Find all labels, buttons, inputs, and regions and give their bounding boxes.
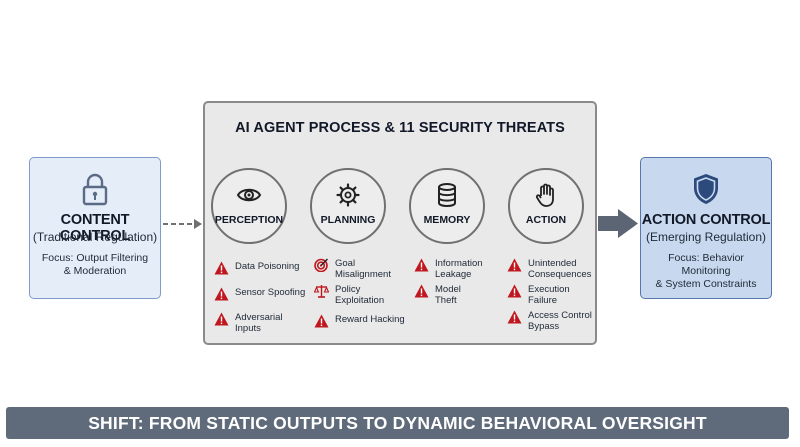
eye-icon	[236, 188, 262, 202]
threat-reward-hacking: Reward Hacking	[314, 314, 405, 328]
dashed-arrow-head	[194, 219, 202, 229]
warning-icon	[507, 284, 522, 298]
stage-planning: PLANNING	[310, 168, 386, 244]
gear-icon	[336, 183, 360, 207]
database-icon	[438, 183, 456, 207]
stage-perception: PERCEPTION	[211, 168, 287, 244]
action-control-box: ACTION CONTROL (Emerging Regulation) Foc…	[640, 157, 772, 299]
warning-icon	[214, 312, 229, 326]
threat-data-poisoning: Data Poisoning	[214, 261, 299, 275]
big-arrow-head	[618, 209, 638, 238]
hand-icon	[535, 183, 554, 207]
content-control-focus: Focus: Output Filtering & Moderation	[41, 252, 149, 277]
bottom-banner: SHIFT: FROM STATIC OUTPUTS TO DYNAMIC BE…	[6, 407, 789, 439]
stage-action: ACTION	[508, 168, 584, 244]
stage-memory: MEMORY	[409, 168, 485, 244]
target-icon	[314, 258, 328, 272]
shield-icon	[694, 174, 718, 204]
content-control-box: CONTENT CONTROL (Traditional Regulation)…	[29, 157, 161, 299]
big-arrow-shaft	[598, 216, 620, 231]
lock-icon	[82, 173, 108, 206]
warning-icon	[507, 310, 522, 324]
stage-label: PLANNING	[320, 214, 376, 226]
action-control-focus: Focus: Behavior Monitoring & System Cons…	[655, 252, 757, 290]
process-title: AI AGENT PROCESS & 11 SECURITY THREATS	[235, 120, 565, 136]
stage-label: PERCEPTION	[214, 214, 284, 226]
warning-icon	[214, 287, 229, 301]
warning-icon	[414, 284, 429, 298]
content-control-subtitle: (Traditional Regulation)	[32, 230, 158, 244]
content-control-title: CONTENT CONTROL	[59, 212, 131, 244]
action-control-title: ACTION CONTROL	[641, 212, 771, 228]
warning-icon	[507, 258, 522, 272]
warning-icon	[414, 258, 429, 272]
action-control-subtitle: (Emerging Regulation)	[645, 230, 767, 244]
stage-label: MEMORY	[423, 214, 471, 226]
stage-label: ACTION	[525, 214, 567, 226]
scales-icon	[314, 285, 329, 298]
warning-icon	[314, 314, 329, 328]
warning-icon	[214, 261, 229, 275]
threat-sensor-spoofing: Sensor Spoofing	[214, 287, 305, 301]
